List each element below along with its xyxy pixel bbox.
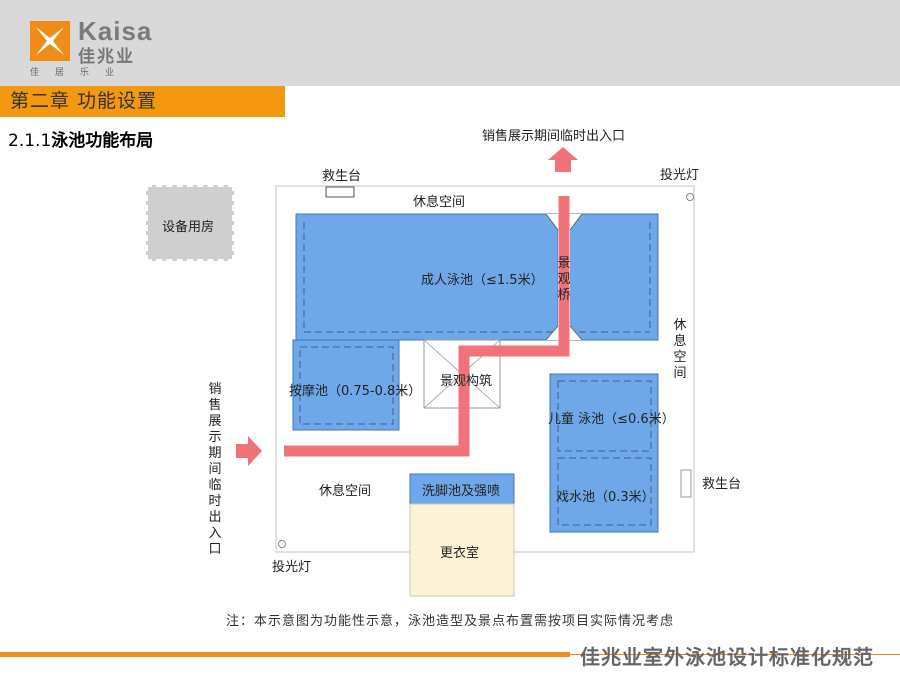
lifeguard-right-marker — [680, 469, 692, 498]
lifeguard-right-label: 救生台 — [702, 477, 742, 492]
entrance-left-label: 销售展示期间临时出入口 — [208, 382, 222, 557]
kaisa-logo-icon — [30, 21, 70, 61]
header-bar — [0, 0, 900, 86]
rest-top-label: 休息空间 — [413, 195, 466, 210]
massage-pool-label: 按摩池（0.75-0.8米） — [289, 384, 422, 399]
logo-text-en: Kaisa — [78, 16, 153, 46]
left-entrance-arrow — [236, 444, 248, 458]
bridge-label: 景观桥 — [557, 256, 571, 303]
kids-pool-label: 儿童 泳池（≤0.6米） — [548, 412, 675, 427]
logo-tagline: 佳居乐业 — [30, 68, 131, 78]
floodlight-bottom-marker — [278, 540, 286, 548]
section-number: 2.1.1 — [8, 131, 52, 151]
section-title: 泳池功能布局 — [51, 131, 154, 151]
rest-bottom-label: 休息空间 — [319, 484, 372, 499]
splash-pool-label: 戏水池（0.3米） — [556, 490, 655, 505]
rest-right-label: 休息空间 — [673, 318, 687, 381]
chapter-title: 第二章 功能设置 — [0, 86, 285, 117]
foot-wash — [409, 473, 515, 505]
landscape-structure-label: 景观构筑 — [440, 374, 493, 389]
foot-wash-label: 洗脚池及强喷 — [422, 484, 501, 499]
logo-text-cn: 佳兆业 — [78, 47, 135, 67]
adult-pool-right — [557, 213, 659, 341]
changing-room-label: 更衣室 — [440, 546, 480, 561]
kids-splash-pool — [549, 373, 659, 533]
equipment-room-label: 设备用房 — [162, 220, 215, 235]
floodlight-top-label: 投光灯 — [660, 168, 700, 183]
footer-title: 佳兆业室外泳池设计标准化规范 — [580, 645, 874, 669]
lifeguard-top-marker — [325, 186, 355, 198]
floodlight-top-marker — [686, 193, 694, 201]
section-heading: 2.1.1泳池功能布局 — [8, 126, 153, 151]
equipment-room — [146, 185, 234, 261]
massage-pool — [292, 339, 400, 431]
top-entrance-arrow — [548, 147, 578, 160]
changing-room — [409, 503, 515, 597]
lifeguard-top-label: 救生台 — [322, 169, 362, 184]
circulation-path — [284, 196, 570, 457]
entrance-top-label: 销售展示期间临时出入口 — [482, 129, 626, 144]
footer-line-thin — [570, 654, 900, 655]
footer-line — [0, 652, 570, 657]
diagram-note: 注：本示意图为功能性示意，泳池造型及景点布置需按项目实际情况考虑 — [225, 614, 674, 629]
adult-pool-left — [295, 213, 559, 341]
floodlight-bottom-label: 投光灯 — [272, 560, 312, 575]
adult-pool-label: 成人泳池（≤1.5米） — [421, 273, 544, 288]
